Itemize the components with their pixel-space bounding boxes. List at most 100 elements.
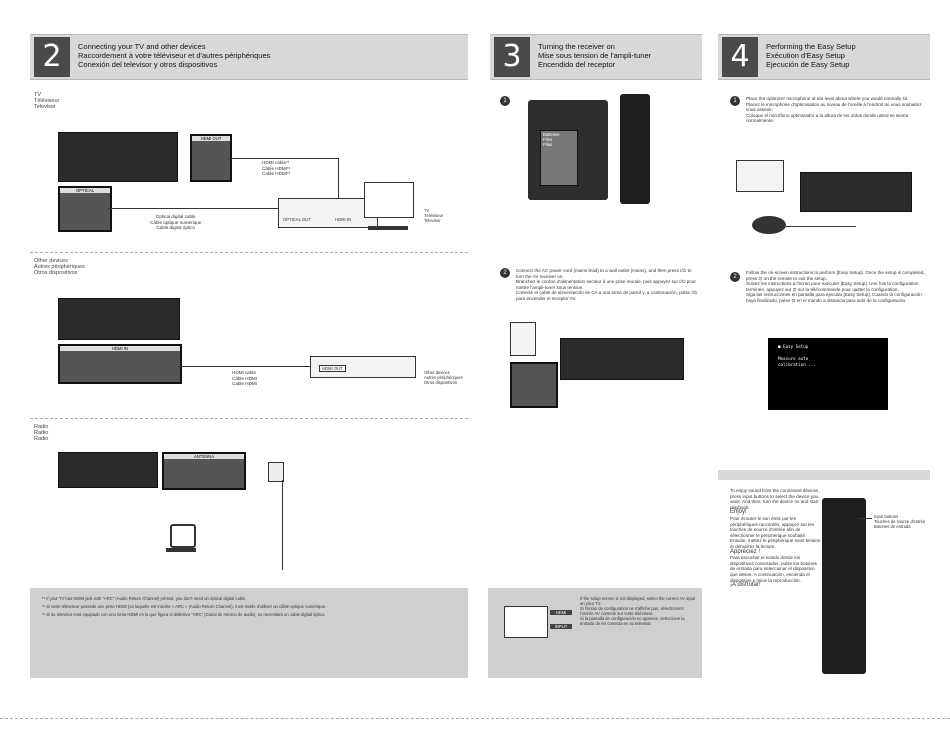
tv-input-button-a: HDMI [550,610,572,615]
easy-setup-text: Follow the on-screen instructions to per… [746,270,926,304]
foot-es: Si la pantalla de configuración no apare… [580,616,685,626]
am-loop-antenna [170,524,196,548]
enjoy-es: Para escuchar el sonido desde los dispos… [730,555,817,583]
power-button-zoom [510,362,558,408]
hdmi-cable-label: HDMI cable*¹ Câble HDMI*¹ Cable HDMI*¹ [262,160,290,177]
remote-front [620,94,650,204]
hdmi-cable-fr: Câble HDMI*¹ [262,165,291,171]
bottom-divider [0,718,950,719]
tv-label-fr: Téléviseur [34,98,60,105]
hdmi-out-label: HDMI OUT [192,136,230,141]
optical-label: OPTICAL [60,188,110,193]
easy-es: Siga las instrucciones en pantalla para … [746,292,922,303]
receiver-rear-panel-3 [58,452,158,488]
radio-label-fr: Radio [34,430,49,437]
hdmi-cable-2-label: HDMI cable Câble HDMI Cable HDMI [232,370,257,387]
title-en: Performing the Easy Setup [766,42,856,51]
screen-line-1: Measure auto [778,356,809,361]
title-fr: Exécution d'Easy Setup [766,51,845,60]
wall-outlet [510,322,536,356]
title-en: Connecting your TV and other devices [78,42,206,51]
optical-cable-es: Cable digital óptico [156,225,196,231]
tv-label-en: TV [34,92,42,98]
antenna-label: ANTENNA [164,454,244,459]
title-es: Conexión del televisor y otros dispositi… [78,60,218,69]
step-1-circle: 1 [500,96,510,106]
tv-device-en: TV [424,208,430,213]
antenna-zoom: ANTENNA [162,452,246,490]
tv-outline [504,606,548,638]
enjoy-header-bar [718,470,930,480]
battery-compartment [540,130,578,186]
mic-en: Place the optimizer microphone at ear le… [746,96,909,101]
easy-fr: Suivez les instructions à l'écran pour e… [746,281,919,292]
step2-es: Conecte el cable de alimentación de CA a… [516,290,698,301]
other-devices-label: Other devices Autres périphériques Otros… [34,258,85,277]
section-3-header: 3 Turning the receiver on Mise sous tens… [490,34,702,80]
tv-icon [364,182,414,218]
hdmi-cable-2-line [178,366,312,367]
hdmi-cable-line [228,158,338,159]
other-device-en: Other devices [424,370,450,375]
receiver-rear-panel [58,132,178,182]
mic-cable [786,226,856,227]
footnote-es: *¹ Si su televisor está equipado con una… [42,612,326,617]
fm-antenna-wire [282,480,283,570]
mic-text: Place the optimizer microphone at ear le… [746,96,926,124]
battery-es: Pilas [543,142,553,147]
foot-en: If the setup screen is not displayed, se… [580,596,696,606]
battery-fr: Piles [543,137,553,142]
step-1-circle: 1 [730,96,740,106]
step-2-circle: 2 [500,268,510,278]
tv-input-button-b: INPUT [550,624,572,629]
foot-fr: Si l'écran de configuration ne s'affiche… [580,606,684,616]
receiver-front [560,338,684,380]
optimizer-microphone [752,216,786,234]
tv-stand [368,226,408,230]
tv-input-box: HDMI INPUT If the setup screen is not di… [488,588,702,678]
input-en: Input buttons [874,514,899,519]
hdmi-cable2-es: Cable HDMI [232,381,258,387]
optical-zoom: OPTICAL [58,186,112,232]
other-label-en: Other devices [34,258,68,264]
input-buttons-label: Input buttons Touches de source d'entrée… [874,514,928,529]
input-es: Botones de entrada [874,524,911,529]
enjoy-es2: ¡A disfrutar! [730,582,761,589]
tv-label-es: Televisor [34,104,56,111]
hdmi-cable2-fr: Câble HDMI [232,375,258,381]
optical-cable-label: Optical digital cable Câble optique numé… [150,214,201,231]
hdmi-in-zoom: HDMI IN [58,344,182,384]
step-number: 4 [722,37,758,77]
footnote-fr: *¹ Si votre téléviseur possède une prise… [42,604,327,609]
enjoy-fr2: Appréciez ! [730,548,761,555]
mic-fr: Placez le microphone d'optimisation au n… [746,101,922,113]
input-buttons-line [858,518,872,519]
divider [30,418,468,419]
section-2-header: 2 Connecting your TV and other devices R… [30,34,468,80]
tv-input-text: If the setup screen is not displayed, se… [580,596,696,626]
step-number: 3 [494,37,530,77]
step-2-circle: 2 [730,272,740,282]
tv-rear-ports: OPTICAL OUT HDMI IN [278,198,378,228]
radio-label-es: Radio [34,436,49,443]
step-2-text: Connect the AC power cord (mains lead) t… [516,268,698,302]
title-en: Turning the receiver on [538,42,615,51]
hdmi-cable-drop [338,158,339,206]
receiver-front-2 [800,172,912,212]
step2-en: Connect the AC power cord (mains lead) t… [516,268,692,279]
footnotes-box: *¹ If your TV has HDMI jack with "ARC" (… [30,588,468,678]
title-es: Encendido del receptor [538,60,616,69]
hdmi-cable2-en: HDMI cable [232,370,256,375]
hdmi-out-2-label: HDMI OUT [319,365,346,372]
screen-title: ■ Easy Setup [778,344,809,349]
footnote-en: *¹ If your TV has HDMI jack with "ARC" (… [42,596,247,601]
hdmi-in-label: HDMI IN [335,217,352,222]
optical-cable-line [108,208,284,209]
screen-line-2: calibration ... [778,362,816,367]
enjoy-en2: Enjoy! [730,509,747,516]
optical-cable-en: Optical digital cable [155,214,196,219]
radio-label-en: Radio [34,424,49,430]
remote-input [822,498,866,674]
other-device-box: HDMI OUT [310,356,416,378]
other-label-fr: Autres périphériques [34,264,85,271]
